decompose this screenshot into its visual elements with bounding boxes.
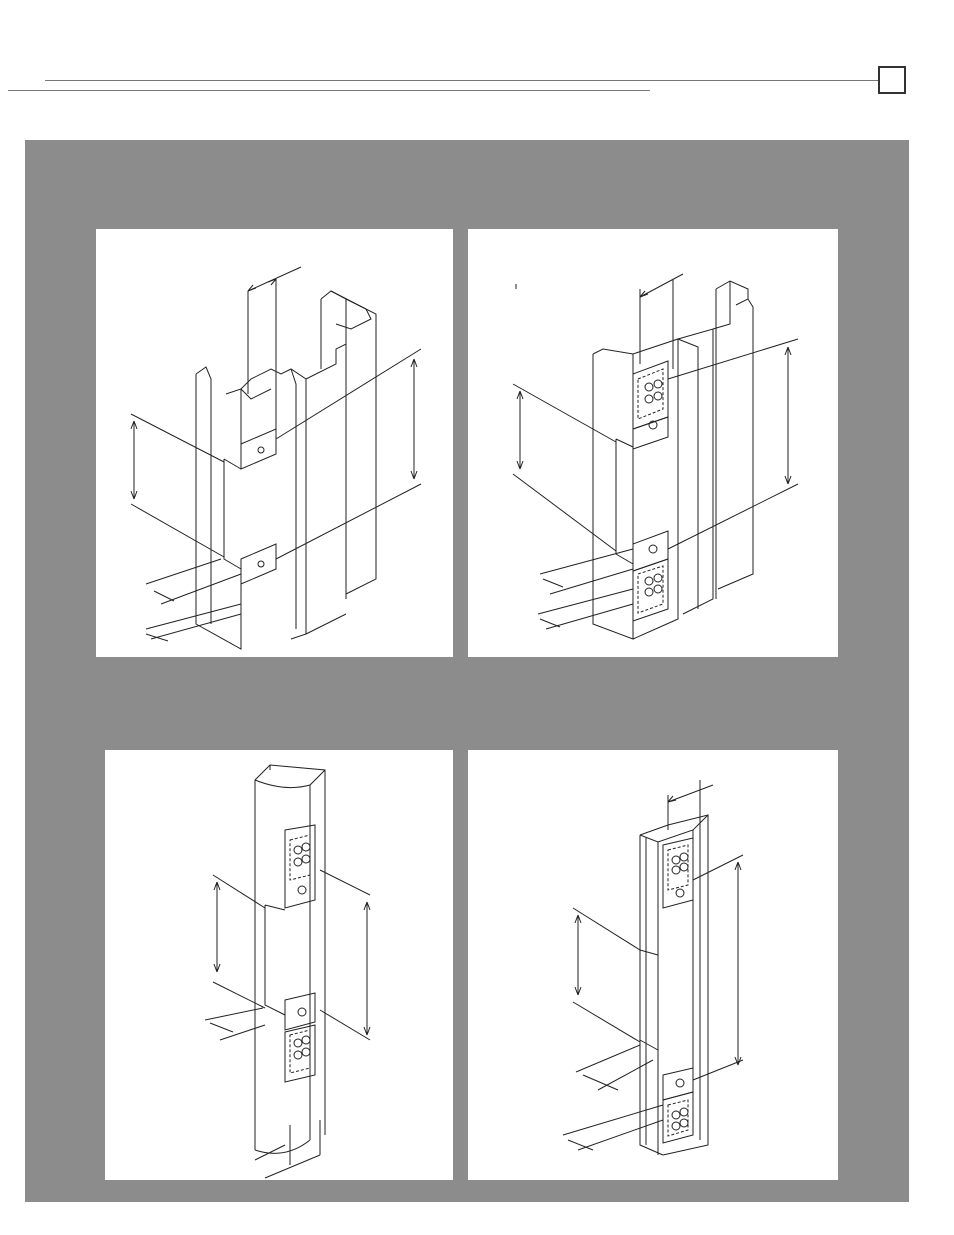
bottom-plate: [663, 1068, 693, 1100]
dimension-lines: [205, 870, 370, 1178]
dimension-lines: [513, 274, 798, 629]
frame-profile-drawing: [196, 291, 376, 649]
top-screw-3: [672, 866, 680, 874]
top-screw-2: [680, 853, 688, 861]
bottom-screw-4: [294, 1051, 302, 1059]
top-screw-5: [298, 886, 306, 894]
header-rule-top: [45, 80, 878, 81]
top-screw-3: [294, 858, 302, 866]
top-screw-1: [294, 846, 302, 854]
top-screw-1: [672, 856, 680, 864]
bottom-screw-2: [645, 577, 653, 585]
bottom-tab-hole: [258, 561, 264, 567]
bottom-screw-5: [680, 1119, 688, 1127]
bottom-screw-1: [649, 545, 657, 553]
bottom-screw-3: [654, 574, 662, 582]
top-tab-hole: [258, 447, 264, 453]
bottom-screw-1: [676, 1079, 684, 1087]
page-number-box: [878, 66, 906, 94]
rectangular-tube-drawing: [640, 815, 708, 1155]
bottom-screw-2: [672, 1111, 680, 1119]
top-screw-4: [654, 392, 662, 400]
panel-rounded-tube: [105, 750, 453, 1180]
bottom-screw-4: [672, 1122, 680, 1130]
bottom-screw-5: [654, 585, 662, 593]
top-screw-4: [302, 855, 310, 863]
top-screw-1: [645, 383, 653, 391]
top-screw-2: [302, 843, 310, 851]
rounded-tube-drawing: [255, 765, 325, 1153]
top-plate-dashed: [638, 369, 663, 419]
bottom-screw-1: [298, 1008, 306, 1016]
panel-rectangular-tube: [468, 750, 838, 1180]
panel-frame-with-plates: [468, 229, 838, 657]
bottom-screw-2: [294, 1039, 302, 1047]
dimension-lines: [563, 780, 743, 1150]
bottom-screw-5: [302, 1048, 310, 1056]
bottom-screw-3: [680, 1108, 688, 1116]
header-rule-bottom: [8, 90, 650, 91]
top-screw-2: [654, 380, 662, 388]
bottom-screw-4: [645, 588, 653, 596]
top-screw-4: [680, 863, 688, 871]
top-plate: [663, 838, 693, 908]
top-screw-5: [676, 889, 684, 897]
panel-frame-c-channel: [96, 229, 453, 657]
top-screw-3: [645, 395, 653, 403]
bottom-screw-3: [302, 1036, 310, 1044]
